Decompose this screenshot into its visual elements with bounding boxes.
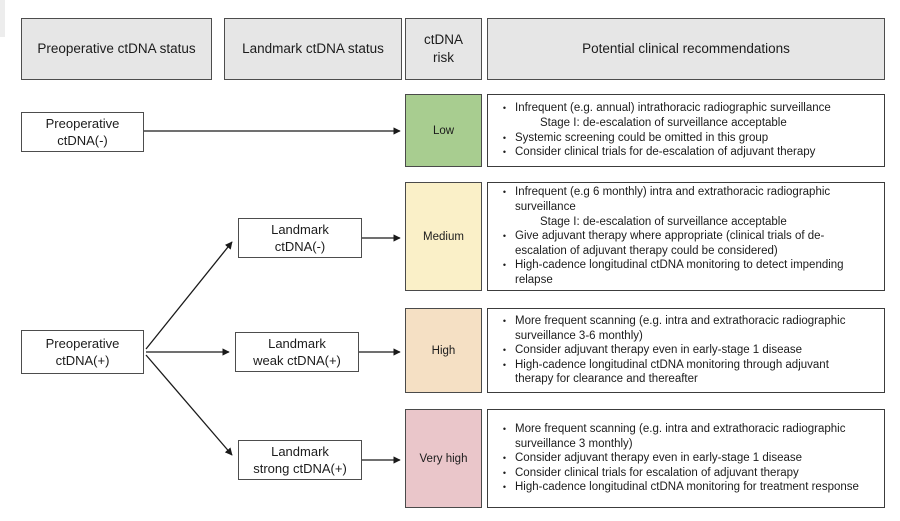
recommendation-text: Consider clinical trials for escalation … (515, 466, 799, 479)
recommendation-item: • More frequent scanning (e.g. intra and … (494, 314, 868, 343)
recommendation-text: Stage I: de-escalation of surveillance a… (540, 116, 787, 129)
column-header-ctdna-risk: ctDNA risk (405, 18, 482, 80)
bullet-icon: • (502, 187, 507, 198)
recommendations-high: • More frequent scanning (e.g. intra and … (487, 308, 885, 393)
bullet-icon: • (502, 359, 507, 370)
recommendation-item: • Give adjuvant therapy where appropriate… (494, 229, 868, 258)
recommendation-item: • Infrequent (e.g 6 monthly) intra and ex… (494, 185, 868, 214)
risk-box-very-high: Very high (405, 409, 482, 508)
node-landmark-strong-ctdna-positive: Landmark strong ctDNA(+) (238, 440, 362, 480)
bullet-icon: • (502, 147, 507, 158)
bullet-icon: • (502, 345, 507, 356)
recommendation-text: Give adjuvant therapy where appropriate … (515, 230, 825, 257)
recommendation-item: • Consider clinical trials for escalation… (494, 466, 868, 481)
recommendation-item: Stage I: de-escalation of surveillance a… (494, 215, 868, 230)
recommendations-low: • Infrequent (e.g. annual) intrathoracic … (487, 94, 885, 167)
risk-box-medium: Medium (405, 182, 482, 291)
recommendation-item: • High-cadence longitudinal ctDNA monitor… (494, 358, 868, 387)
recommendation-text: High-cadence longitudinal ctDNA monitori… (515, 358, 829, 386)
node-preoperative-ctdna-negative: Preoperative ctDNA(-) (21, 112, 144, 152)
recommendation-item: • Consider clinical trials for de-escalat… (494, 145, 868, 160)
recommendation-item: • More frequent scanning (e.g. intra and … (494, 422, 868, 451)
column-header-recommendations: Potential clinical recommendations (487, 18, 885, 80)
node-landmark-ctdna-negative: Landmark ctDNA(-) (238, 218, 362, 258)
recommendation-text: High-cadence longitudinal ctDNA monitori… (515, 259, 844, 286)
recommendation-text: Consider clinical trials for de-escalati… (515, 146, 816, 159)
node-landmark-weak-ctdna-positive: Landmark weak ctDNA(+) (235, 332, 359, 372)
recommendation-item: • High-cadence longitudinal ctDNA monitor… (494, 480, 868, 495)
bullet-icon: • (502, 467, 507, 478)
recommendation-text: Infrequent (e.g. annual) intrathoracic r… (515, 102, 831, 115)
bullet-icon: • (502, 260, 507, 271)
recommendation-text: More frequent scanning (e.g. intra and e… (515, 315, 846, 342)
bullet-spacer (494, 116, 515, 131)
recommendations-very-high: • More frequent scanning (e.g. intra and … (487, 409, 885, 508)
recommendation-item: Stage I: de-escalation of surveillance a… (494, 116, 868, 131)
recommendation-item: • Consider adjuvant therapy even in early… (494, 343, 868, 358)
recommendation-item: • Infrequent (e.g. annual) intrathoracic … (494, 101, 868, 116)
bullet-icon: • (502, 453, 507, 464)
bullet-icon: • (502, 424, 507, 435)
bullet-icon: • (502, 482, 507, 493)
arrow-preoppos-landmarkneg (145, 241, 233, 350)
bullet-icon: • (502, 103, 507, 114)
risk-box-high: High (405, 308, 482, 393)
bullet-spacer (494, 215, 515, 230)
recommendation-text: Consider adjuvant therapy even in early-… (515, 452, 803, 465)
recommendation-text: Stage I: de-escalation of surveillance a… (540, 215, 787, 228)
recommendation-text: High-cadence longitudinal ctDNA monitori… (515, 481, 859, 494)
node-preoperative-ctdna-positive: Preoperative ctDNA(+) (21, 330, 144, 374)
bullet-icon: • (502, 231, 507, 242)
bullet-icon: • (502, 316, 507, 327)
recommendation-text: Consider adjuvant therapy even in early-… (515, 344, 803, 357)
recommendation-text: More frequent scanning (e.g. intra and e… (515, 423, 846, 450)
recommendation-item: • High-cadence longitudinal ctDNA monitor… (494, 258, 868, 287)
recommendation-text: Systemic screening could be omitted in t… (515, 131, 769, 144)
recommendations-medium: • Infrequent (e.g 6 monthly) intra and ex… (487, 182, 885, 291)
scan-edge-artifact (0, 0, 5, 37)
risk-box-low: Low (405, 94, 482, 167)
bullet-icon: • (502, 132, 507, 143)
recommendation-item: • Systemic screening could be omitted in … (494, 131, 868, 146)
recommendation-item: • Consider adjuvant therapy even in early… (494, 451, 868, 466)
arrow-preoppos-landmarkstrong (145, 354, 233, 456)
column-header-preoperative-status: Preoperative ctDNA status (21, 18, 212, 80)
recommendation-text: Infrequent (e.g 6 monthly) intra and ext… (515, 186, 831, 214)
column-header-landmark-status: Landmark ctDNA status (224, 18, 402, 80)
